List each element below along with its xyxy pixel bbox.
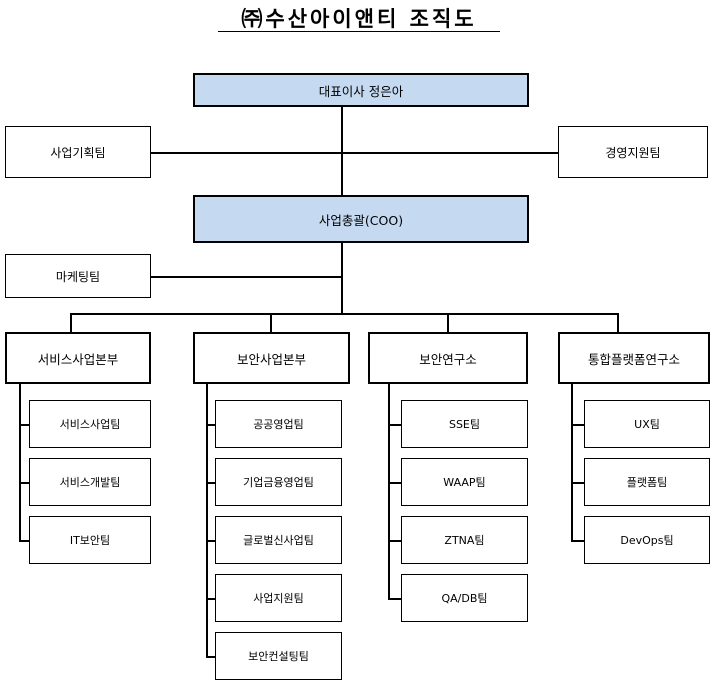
division-drop-line (270, 313, 272, 333)
team-branch-line (19, 482, 30, 484)
division-drop-line (617, 313, 619, 333)
team-box: 사업지원팀 (215, 574, 342, 622)
team-branch-line (388, 540, 402, 542)
team-box: UX팀 (584, 400, 710, 448)
team-box: 플랫폼팀 (584, 458, 710, 506)
division-box-security-lab: 보안연구소 (368, 332, 528, 384)
team-box: ZTNA팀 (401, 516, 528, 564)
coo-box: 사업총괄(COO) (193, 195, 529, 243)
division-drop-line (447, 313, 449, 333)
title-underline (218, 31, 500, 32)
connector-staff-row (151, 152, 558, 154)
team-box: 서비스사업팀 (29, 400, 151, 448)
team-box: DevOps팀 (584, 516, 710, 564)
team-box: 기업금융영업팀 (215, 458, 342, 506)
team-box: SSE팀 (401, 400, 528, 448)
team-spine-line (571, 384, 573, 541)
connector-ceo-to-coo (341, 106, 343, 196)
team-branch-line (571, 424, 585, 426)
team-branch-line (206, 656, 216, 658)
team-spine-line (19, 384, 21, 541)
team-spine-line (388, 384, 390, 599)
team-box: IT보안팀 (29, 516, 151, 564)
team-branch-line (571, 482, 585, 484)
connector-marketing (151, 276, 342, 278)
team-branch-line (388, 482, 402, 484)
team-branch-line (19, 540, 30, 542)
team-box: 공공영업팀 (215, 400, 342, 448)
connector-division-bus (70, 313, 618, 315)
team-branch-line (388, 598, 402, 600)
team-box: 보안컨설팅팀 (215, 632, 342, 680)
team-box: WAAP팀 (401, 458, 528, 506)
team-branch-line (388, 424, 402, 426)
team-branch-line (206, 540, 216, 542)
division-drop-line (70, 313, 72, 333)
team-branch-line (206, 482, 216, 484)
team-box: QA/DB팀 (401, 574, 528, 622)
management-support-team-box: 경영지원팀 (558, 126, 708, 178)
team-branch-line (571, 540, 585, 542)
connector-coo-to-divisions (341, 242, 343, 314)
team-spine-line (206, 384, 208, 657)
chart-title: ㈜수산아이앤티 조직도 (241, 7, 477, 31)
team-branch-line (19, 424, 30, 426)
division-box-platform-lab: 통합플랫폼연구소 (558, 332, 710, 384)
division-box-security-business: 보안사업본부 (193, 332, 350, 384)
ceo-box: 대표이사 정은아 (193, 73, 529, 107)
planning-team-box: 사업기획팀 (5, 126, 151, 178)
marketing-team-box: 마케팅팀 (5, 254, 151, 298)
team-branch-line (206, 598, 216, 600)
team-branch-line (206, 424, 216, 426)
team-box: 서비스개발팀 (29, 458, 151, 506)
division-box-service: 서비스사업본부 (5, 332, 151, 384)
team-box: 글로벌신사업팀 (215, 516, 342, 564)
